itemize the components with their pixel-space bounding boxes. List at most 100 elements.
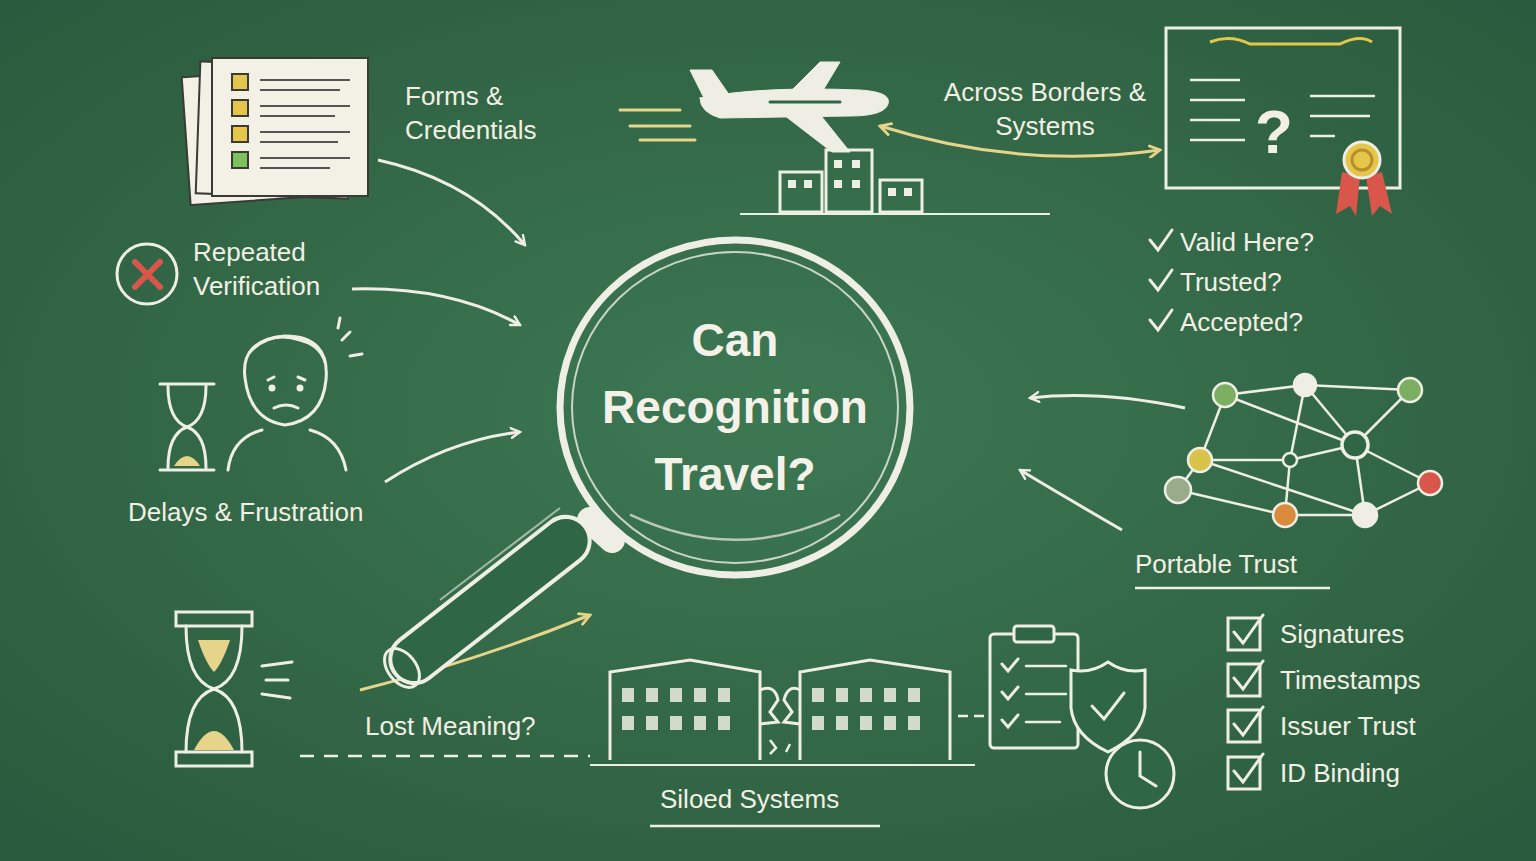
security-icons: [1092, 693, 1124, 719]
siloed-buildings: [646, 688, 658, 702]
document-stack: [260, 141, 338, 143]
certificate: [1166, 28, 1400, 188]
delay-arrow: [385, 432, 520, 482]
chalk-label: Lost Meaning?: [365, 710, 536, 744]
city-buildings: [740, 150, 1050, 214]
siloed-buildings: [760, 688, 778, 724]
underline: [650, 825, 880, 828]
question-heading: Can Recognition Travel?: [585, 307, 885, 507]
dash-line-right: [958, 715, 985, 718]
reject-icon: [117, 244, 177, 304]
trust-network: [1398, 378, 1422, 402]
trust-network: [1273, 503, 1297, 527]
chalk-label: ?: [1255, 92, 1293, 173]
siloed-buildings: [812, 716, 824, 730]
siloed-buildings: [718, 716, 730, 730]
reject-icon: [135, 262, 160, 287]
document-stack: [260, 80, 350, 168]
trust-network: [1178, 490, 1285, 515]
certificate: [1166, 28, 1400, 216]
security-icons: [1106, 740, 1174, 808]
check-marks: [1150, 230, 1172, 330]
chalk-label: Repeated Verification: [193, 236, 368, 304]
siloed-buildings: [800, 660, 950, 760]
siloed-buildings: [784, 688, 800, 724]
airplane: [770, 101, 840, 104]
siloed-buildings: [770, 740, 790, 754]
city-buildings: [740, 213, 1050, 215]
trust-arrow-lower: [1020, 470, 1122, 530]
chalk-label: Signatures: [1280, 618, 1404, 652]
frustrated-person: [274, 405, 298, 408]
trust-network: [1305, 385, 1410, 390]
reject-icon: [117, 244, 177, 304]
certificate: [1190, 79, 1240, 82]
trust-network: [1165, 374, 1442, 527]
certificate: [1366, 172, 1392, 216]
siloed-buildings: [670, 716, 682, 730]
frustrated-person: [228, 318, 362, 470]
city-buildings: [834, 160, 842, 168]
trust-arrow-upper: [1030, 396, 1185, 408]
chalk-label: Siloed Systems: [660, 783, 839, 817]
city-buildings: [904, 188, 912, 196]
airplane: [780, 112, 850, 152]
frustrated-person: [268, 377, 305, 380]
siloed-buildings: [694, 716, 706, 730]
certificate: [1344, 142, 1380, 178]
security-icons: [1002, 659, 1018, 727]
airplane: [790, 62, 840, 92]
hourglass-large: [176, 612, 292, 766]
siloed-buildings: [622, 688, 634, 702]
siloed-buildings: [718, 688, 730, 702]
document-stack: [232, 152, 248, 168]
trust-network: [1342, 432, 1368, 458]
hourglass-small: [168, 386, 206, 427]
certificate: [1190, 139, 1245, 142]
chalk-label: Forms & Credentials: [405, 80, 580, 148]
siloed-buildings: [694, 688, 706, 702]
frustrated-person: [250, 337, 325, 362]
checkboxes: [1228, 615, 1263, 789]
siloed-buildings: [908, 716, 920, 730]
siloed-buildings: [908, 688, 920, 702]
trust-network: [1225, 395, 1355, 445]
chalk-label: Delays & Frustration: [128, 496, 364, 530]
checkboxes: [1228, 757, 1260, 789]
security-icons: [1140, 752, 1156, 786]
document-stack: [260, 89, 340, 91]
checkboxes: [1228, 664, 1260, 696]
hourglass-large: [198, 640, 230, 672]
lens-rim: [572, 252, 898, 563]
document-stack: [212, 58, 368, 196]
magnifier-handle: [440, 508, 560, 600]
trust-network: [1283, 453, 1297, 467]
frustrated-person: [338, 318, 362, 356]
frustrated-person: [270, 386, 274, 390]
underline: [1135, 587, 1330, 590]
document-stack: [260, 79, 350, 81]
city-buildings: [826, 150, 872, 212]
siloed-buildings: [836, 688, 848, 702]
siloed-buildings: [884, 688, 896, 702]
security-icons: [1026, 666, 1066, 722]
checkboxes: [1228, 618, 1260, 650]
certificate: [1310, 95, 1375, 98]
security-icons: [1071, 662, 1145, 752]
checkboxes: [1234, 615, 1263, 782]
city-buildings: [852, 160, 860, 168]
city-buildings: [788, 160, 912, 196]
frustrated-person: [245, 336, 327, 425]
magnifier-handle: [381, 507, 600, 693]
hourglass-small: [160, 384, 214, 470]
city-buildings: [780, 172, 822, 212]
airplane: [620, 62, 888, 152]
hourglass-small: [168, 427, 206, 468]
airplane: [690, 70, 730, 100]
siloed-buildings: [884, 716, 896, 730]
checkboxes: [1228, 710, 1260, 742]
certificate: [1210, 38, 1372, 44]
certificate: [1310, 135, 1335, 138]
